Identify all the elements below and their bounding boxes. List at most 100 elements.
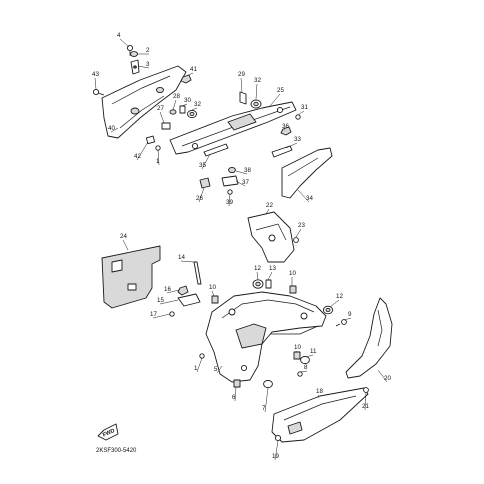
part-7-damper xyxy=(263,379,273,389)
callout-c8: 8 xyxy=(304,364,308,371)
callout-c15: 15 xyxy=(157,297,164,304)
part-38-grommet xyxy=(228,166,236,174)
leader-line-c8 xyxy=(299,370,308,373)
part-25-bracket xyxy=(169,101,297,155)
leader-line-c43 xyxy=(94,77,97,90)
leader-line-c13 xyxy=(267,271,273,281)
callout-c14: 14 xyxy=(178,254,185,261)
leader-line-c31 xyxy=(297,110,305,116)
part-36-nut xyxy=(280,126,292,136)
part-40-side-cover xyxy=(101,65,187,139)
part-16-nut xyxy=(177,285,189,296)
callout-c17: 17 xyxy=(150,311,157,318)
callout-c18: 18 xyxy=(316,388,323,395)
part-13-collar xyxy=(265,279,272,289)
part-21-screw xyxy=(363,387,369,393)
callout-c41: 41 xyxy=(190,66,197,73)
fwd-label: FWD xyxy=(102,428,116,439)
part-19-screw xyxy=(274,434,282,442)
callout-c12-mid: 12 xyxy=(254,265,261,272)
part-14-pin xyxy=(193,261,202,285)
leader-line-c1-top xyxy=(157,149,160,166)
part-20-vertical-cover xyxy=(345,297,393,379)
part-33-clamp xyxy=(271,145,293,158)
leader-line-c37 xyxy=(235,180,246,187)
leader-line-c41 xyxy=(185,72,194,77)
leader-line-c12-mid xyxy=(256,271,259,281)
part-35-rod xyxy=(203,143,229,157)
part-32-damper-mid xyxy=(187,109,197,119)
callout-c19: 19 xyxy=(272,453,279,460)
part-6-collar xyxy=(233,379,241,388)
leader-line-c29 xyxy=(240,77,243,93)
part-1-screw-low xyxy=(199,353,205,359)
leader-line-c11 xyxy=(305,354,314,358)
part-22-bracket xyxy=(247,211,295,263)
part-10-collar-left xyxy=(211,295,219,304)
diagram-code: 2KSF300-5420 xyxy=(96,448,137,454)
leader-line-c7 xyxy=(264,387,269,413)
part-29-bolt xyxy=(239,91,247,105)
callout-c20: 20 xyxy=(384,375,391,382)
callout-c28: 28 xyxy=(173,93,180,100)
part-11-damper xyxy=(300,355,310,365)
part-42-clip xyxy=(145,135,156,145)
part-26-collar xyxy=(199,177,211,189)
leader-lines xyxy=(94,38,388,461)
leader-line-c25 xyxy=(269,93,281,107)
leader-line-c32-mid xyxy=(191,107,198,111)
leader-line-c10-left xyxy=(211,290,215,297)
callout-c22: 22 xyxy=(266,202,273,209)
leader-line-c19 xyxy=(274,440,279,461)
leader-line-c5 xyxy=(216,365,223,374)
leader-line-c3-top xyxy=(137,65,150,69)
leader-line-c1-low xyxy=(196,357,203,373)
callout-c24: 24 xyxy=(120,233,127,240)
callout-c10-low: 10 xyxy=(294,344,301,351)
callout-c25: 25 xyxy=(277,87,284,94)
callout-c43: 43 xyxy=(92,71,99,78)
leader-line-c21 xyxy=(364,392,367,411)
part-27-bracket-clip xyxy=(161,122,171,130)
leader-line-c23 xyxy=(295,228,302,238)
callout-c6: 6 xyxy=(232,394,236,401)
part-37-bracket xyxy=(221,175,239,187)
part-15-bracket xyxy=(177,293,201,307)
callout-c30: 30 xyxy=(184,97,191,104)
callout-c2-top: 2 xyxy=(146,47,150,54)
leader-line-c14 xyxy=(180,260,195,263)
leader-line-c39 xyxy=(228,193,231,207)
leader-line-c24 xyxy=(122,239,129,251)
part-18-side-panel xyxy=(271,387,369,443)
fwd-arrow-icon: FWD xyxy=(97,423,119,441)
part-5-main-cover xyxy=(205,291,327,383)
callout-c32-top: 32 xyxy=(254,77,261,84)
leader-line-c40 xyxy=(110,127,119,133)
leader-line-c38 xyxy=(235,170,248,175)
leader-line-c17 xyxy=(152,313,171,319)
callout-c21: 21 xyxy=(362,403,369,410)
part-9-screw xyxy=(335,319,347,327)
part-3-bracket xyxy=(130,59,140,75)
callout-c34: 34 xyxy=(306,195,313,202)
callout-c36: 36 xyxy=(282,123,289,130)
callout-c1-low: 1 xyxy=(194,365,198,372)
leader-line-c4-top xyxy=(119,38,130,48)
leader-line-c12-right xyxy=(329,299,340,308)
leader-line-c6 xyxy=(234,386,237,402)
part-31-screw xyxy=(295,114,301,120)
callout-c7: 7 xyxy=(262,405,266,412)
leader-line-c26 xyxy=(198,187,205,203)
callout-c10-mid: 10 xyxy=(289,270,296,277)
part-4-bolt xyxy=(126,44,134,56)
leader-line-c20 xyxy=(377,369,388,383)
leader-line-c16 xyxy=(166,289,180,294)
callout-c11: 11 xyxy=(310,348,317,355)
part-24-flat-cover xyxy=(101,245,161,309)
part-32-damper-top xyxy=(250,99,262,109)
callout-c9: 9 xyxy=(348,311,352,318)
callout-c3-top: 3 xyxy=(146,61,150,68)
